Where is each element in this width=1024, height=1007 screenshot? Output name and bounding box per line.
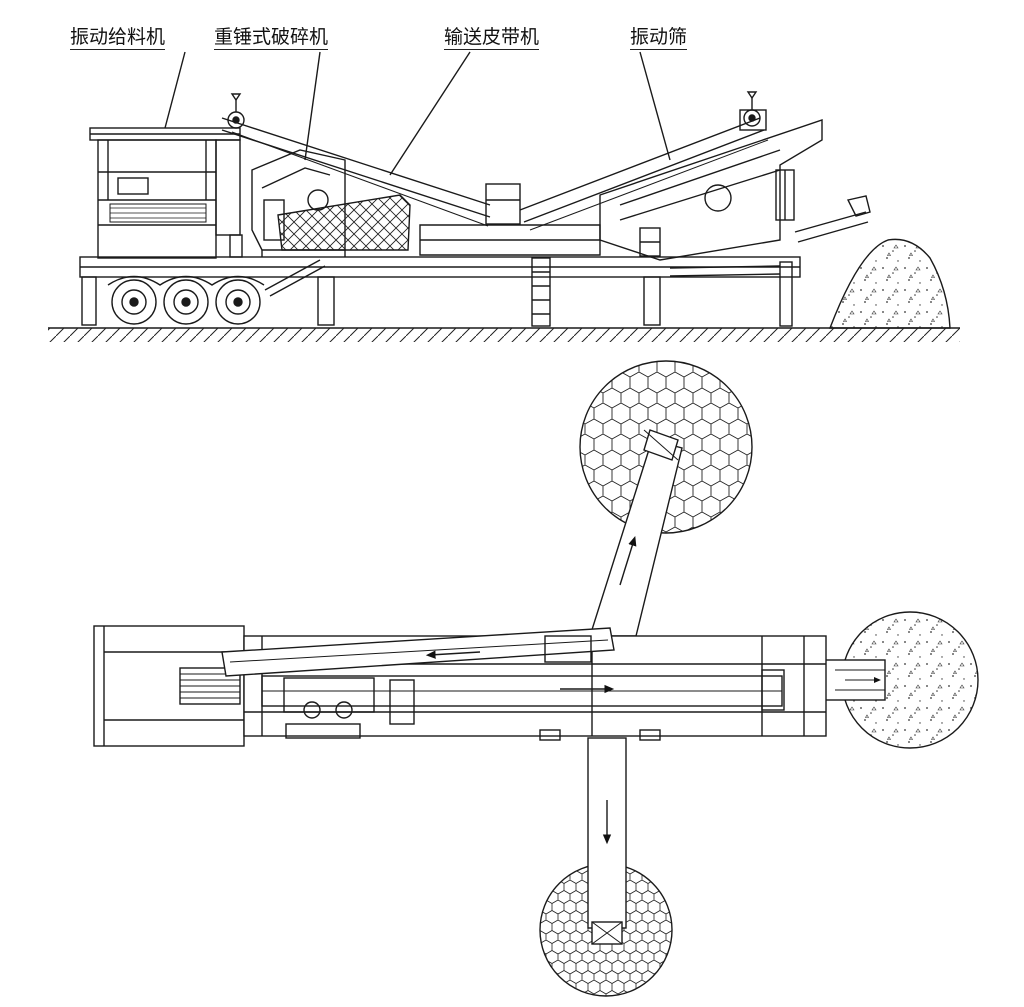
plan-view	[93, 360, 979, 997]
label-belt-conveyor: 输送皮带机	[444, 26, 540, 50]
label-hammer-crusher: 重锤式破碎机	[214, 26, 329, 50]
label-vibrating-screen: 振动筛	[630, 26, 688, 50]
stockpile-side	[828, 238, 951, 329]
ground-hatch	[48, 328, 960, 342]
side-view	[48, 51, 960, 342]
discharge-conveyor-side	[669, 195, 871, 277]
leader-screen	[639, 51, 671, 161]
vibrating-screen	[599, 119, 823, 261]
central-drive	[419, 183, 601, 256]
leg-5	[779, 261, 793, 327]
conveyor-to-bottom-pile	[587, 737, 627, 945]
leg-1	[81, 276, 97, 326]
leg-3	[531, 257, 551, 327]
crusher	[251, 149, 346, 257]
conveyor-to-right-pile	[824, 659, 886, 701]
feeder-hopper	[89, 127, 243, 259]
leg-2	[317, 276, 335, 326]
leader-crusher	[304, 51, 321, 161]
inclined-conveyor-left	[221, 93, 491, 227]
leader-feeder	[164, 51, 186, 129]
wheels	[107, 275, 265, 325]
inclined-conveyor-right	[519, 91, 769, 231]
leader-conveyor	[389, 51, 471, 176]
feeder-plan	[93, 625, 245, 747]
conveyor-to-top-pile	[589, 429, 683, 637]
angled-conveyor-plan	[221, 627, 615, 677]
mesh-guard	[277, 194, 411, 251]
label-vibrating-feeder: 振动给料机	[70, 26, 166, 50]
straight-conveyor-plan	[261, 669, 785, 711]
leg-4	[643, 276, 661, 326]
